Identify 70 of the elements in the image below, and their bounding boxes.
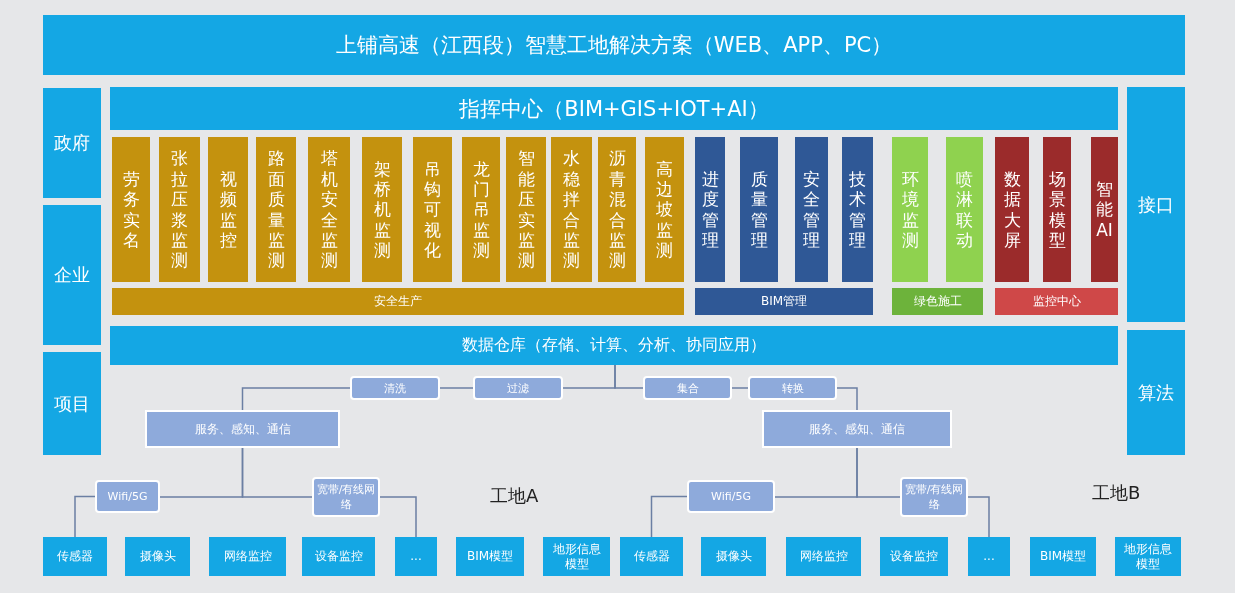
device-box: ... <box>395 537 437 576</box>
connector-line <box>856 447 901 498</box>
site-label: 工地B <box>1092 481 1141 505</box>
module-column: 龙门吊监测 <box>462 137 500 282</box>
device-box: 摄像头 <box>701 537 766 576</box>
network-tag: Wifi/5G <box>95 480 160 513</box>
connector-line <box>650 495 688 538</box>
category-bar: 安全生产 <box>112 288 684 315</box>
device-box: 摄像头 <box>125 537 190 576</box>
category-bar: 监控中心 <box>995 288 1118 315</box>
side-tab: 接口 <box>1127 87 1185 322</box>
connector-line <box>731 387 749 389</box>
site-label: 工地A <box>490 484 539 508</box>
device-box: ... <box>968 537 1010 576</box>
network-tag: Wifi/5G <box>687 480 775 513</box>
connector-line <box>967 496 990 538</box>
module-column: 喷淋联动 <box>946 137 983 282</box>
module-column: 吊钩可视化 <box>413 137 452 282</box>
process-tag: 过滤 <box>473 376 563 400</box>
connector-line <box>241 387 351 411</box>
module-column: 沥青混合监测 <box>598 137 636 282</box>
module-column: 架桥机监测 <box>362 137 402 282</box>
header-bar: 指挥中心（BIM+GIS+IOT+AI） <box>110 87 1118 130</box>
module-column: 视频监控 <box>208 137 248 282</box>
device-box: 设备监控 <box>880 537 948 576</box>
module-column: 智能AI <box>1091 137 1118 282</box>
module-column: 智能压实监测 <box>506 137 546 282</box>
data-warehouse-bar: 数据仓库（存储、计算、分析、协同应用） <box>110 326 1118 365</box>
title-bar: 上铺高速（江西段）智慧工地解决方案（WEB、APP、PC） <box>43 15 1185 75</box>
device-box: 设备监控 <box>302 537 375 576</box>
module-column: 技术管理 <box>842 137 873 282</box>
service-box: 服务、感知、通信 <box>145 410 340 448</box>
connector-line <box>379 496 417 538</box>
device-box: 网络监控 <box>209 537 286 576</box>
connector-line <box>74 495 96 538</box>
connector-line <box>836 387 858 411</box>
device-box: 地形信息模型 <box>1115 537 1181 576</box>
side-tab: 企业 <box>43 205 101 345</box>
module-column: 水稳拌合监测 <box>551 137 592 282</box>
network-tag: 宽带/有线网络 <box>900 477 968 517</box>
category-bar: BIM管理 <box>695 288 873 315</box>
module-column: 劳务实名 <box>112 137 150 282</box>
module-column: 高边坡监测 <box>645 137 684 282</box>
module-column: 路面质量监测 <box>256 137 296 282</box>
network-tag: 宽带/有线网络 <box>312 477 380 517</box>
service-box: 服务、感知、通信 <box>762 410 952 448</box>
module-column: 场景模型 <box>1043 137 1071 282</box>
process-tag: 清洗 <box>350 376 440 400</box>
device-box: 传感器 <box>620 537 683 576</box>
device-box: BIM模型 <box>456 537 524 576</box>
device-box: BIM模型 <box>1030 537 1096 576</box>
process-tag: 转换 <box>748 376 837 400</box>
connector-line <box>439 387 474 389</box>
side-tab: 算法 <box>1127 330 1185 455</box>
device-box: 传感器 <box>43 537 107 576</box>
device-box: 网络监控 <box>786 537 861 576</box>
module-column: 环境监测 <box>892 137 928 282</box>
module-column: 进度管理 <box>695 137 725 282</box>
side-tab: 政府 <box>43 88 101 198</box>
connector-line <box>241 447 313 498</box>
module-column: 质量管理 <box>740 137 778 282</box>
module-column: 安全管理 <box>795 137 828 282</box>
side-tab: 项目 <box>43 352 101 455</box>
module-column: 张拉压浆监测 <box>159 137 200 282</box>
connector-line <box>614 364 644 389</box>
device-box: 地形信息模型 <box>543 537 610 576</box>
category-bar: 绿色施工 <box>892 288 983 315</box>
module-column: 塔机安全监测 <box>308 137 350 282</box>
process-tag: 集合 <box>643 376 732 400</box>
module-column: 数据大屏 <box>995 137 1029 282</box>
